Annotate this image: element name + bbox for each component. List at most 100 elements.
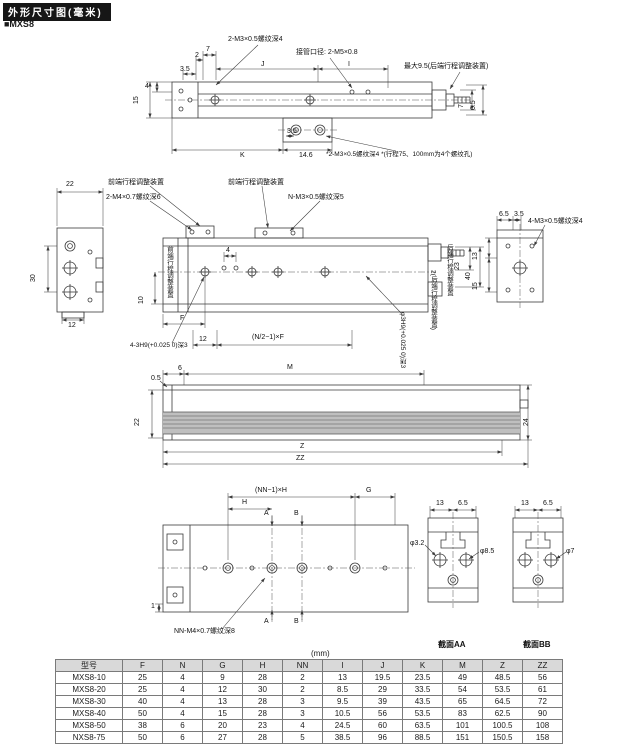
cell: 27: [202, 731, 243, 744]
note-port: 接管口径: 2-M5×0.8: [296, 49, 358, 56]
cell: 4: [162, 671, 203, 684]
cell: 28: [242, 707, 283, 720]
dim-formula-n2f: (N/2−1)×F: [252, 334, 284, 341]
cell-model: MXS8-40: [55, 707, 123, 720]
section-views-linework: [424, 506, 567, 608]
header-G: G: [202, 659, 243, 672]
dim-F: F: [180, 315, 185, 322]
note-front-adjuster-vertical: 前端行程调整装置: [165, 246, 173, 298]
section-marker-A-top: A: [264, 510, 269, 517]
cell-model: MXS8-10: [55, 671, 123, 684]
cell: 54: [442, 683, 483, 696]
dim-10: 10: [137, 296, 145, 305]
section-marker-A-bottom: A: [264, 618, 269, 625]
header-NN: NN: [282, 659, 323, 672]
dim-4-front: 4: [226, 247, 230, 254]
cell: 4: [162, 695, 203, 708]
dim-1: 1: [151, 603, 155, 610]
section-marker-B-top: B: [294, 510, 299, 517]
cell: 13: [202, 695, 243, 708]
cell: 29: [362, 683, 403, 696]
cell: 60: [362, 719, 403, 732]
header-H: H: [242, 659, 283, 672]
dim-30: 30: [29, 274, 37, 283]
cell: 65: [442, 695, 483, 708]
cell: 4: [282, 719, 323, 732]
dim-4-top: 4: [145, 83, 149, 90]
dim-G: G: [366, 487, 372, 494]
dim-7-right: 7: [457, 104, 465, 109]
cell: 10.5: [322, 707, 363, 720]
cell-model: MXS8-50: [55, 719, 123, 732]
dim-23: 23: [453, 262, 461, 271]
top-view-linework: [146, 44, 487, 154]
header-J: J: [362, 659, 403, 672]
cell: 9.5: [322, 695, 363, 708]
cell: 25: [122, 683, 163, 696]
header-model: 型号: [55, 659, 123, 672]
cell: 72: [522, 695, 563, 708]
cell: 53.5: [482, 683, 523, 696]
cell: 8.5: [322, 683, 363, 696]
dim-phi-7: φ7: [566, 548, 575, 555]
cell: 43.5: [402, 695, 443, 708]
note-max-stroke-adjuster: 最大9.5(后端行程调整装置): [404, 63, 489, 70]
note-hole-phi3h9: φ3H9(+0.025 0)深3: [399, 312, 406, 369]
cell-model: MXS8-30: [55, 695, 123, 708]
header-Z: Z: [482, 659, 523, 672]
cell: 23: [242, 719, 283, 732]
cell: 6: [162, 731, 203, 744]
caption-section-bb: 截面BB: [523, 640, 551, 649]
cell: 151: [442, 731, 483, 744]
note-footnote: *2-M3×0.5螺纹深4 *(行程75、100mm为4个螺纹孔): [326, 151, 473, 158]
model-label: ■MXS8: [4, 19, 34, 29]
dim-13-aa: 13: [436, 500, 444, 507]
dim-22-side: 22: [133, 418, 141, 427]
dim-13-bb: 13: [521, 500, 529, 507]
note-rear-adjuster-2-vertical: 2(后端行程调整装置): [429, 270, 437, 330]
cell: 53.5: [402, 707, 443, 720]
note-thread-4m3: 4-M3×0.5螺纹深4: [528, 218, 583, 225]
dim-14-6: 14.6: [299, 152, 313, 159]
cell-model: MXS8-20: [55, 683, 123, 696]
cell-model: NXS8-75: [55, 731, 123, 744]
dim-22-front: 22: [66, 181, 74, 188]
dim-15-rend: 15: [471, 282, 479, 291]
cell: 4: [162, 707, 203, 720]
note-front-adjuster-a: 前端行程调整装置: [108, 179, 164, 186]
dim-40: 40: [464, 272, 472, 281]
cell: 24.5: [322, 719, 363, 732]
cell: 28: [242, 731, 283, 744]
dim-J: J: [261, 61, 265, 68]
cell: 56: [522, 671, 563, 684]
cell: 40: [122, 695, 163, 708]
cell: 38: [122, 719, 163, 732]
dim-6-5-rend: 6.5: [499, 211, 509, 218]
header-I: I: [322, 659, 363, 672]
cell: 158: [522, 731, 563, 744]
dim-24: 24: [522, 418, 530, 427]
note-thread-n-m3: N-M3×0.5螺纹深5: [288, 194, 344, 201]
header-F: F: [122, 659, 163, 672]
header-ZZ: ZZ: [522, 659, 563, 672]
dim-phi-8-5: φ8.5: [480, 548, 495, 555]
side-view-linework: [148, 370, 532, 468]
section-marker-B-bottom: B: [294, 618, 299, 625]
cell: 28: [242, 695, 283, 708]
cell: 2: [282, 683, 323, 696]
cell: 9: [202, 671, 243, 684]
dim-I: I: [348, 61, 350, 68]
cell: 13: [322, 671, 363, 684]
cell: 15: [202, 707, 243, 720]
cell: 62.5: [482, 707, 523, 720]
cell: 100.5: [482, 719, 523, 732]
cell: 90: [522, 707, 563, 720]
cell: 6: [162, 719, 203, 732]
